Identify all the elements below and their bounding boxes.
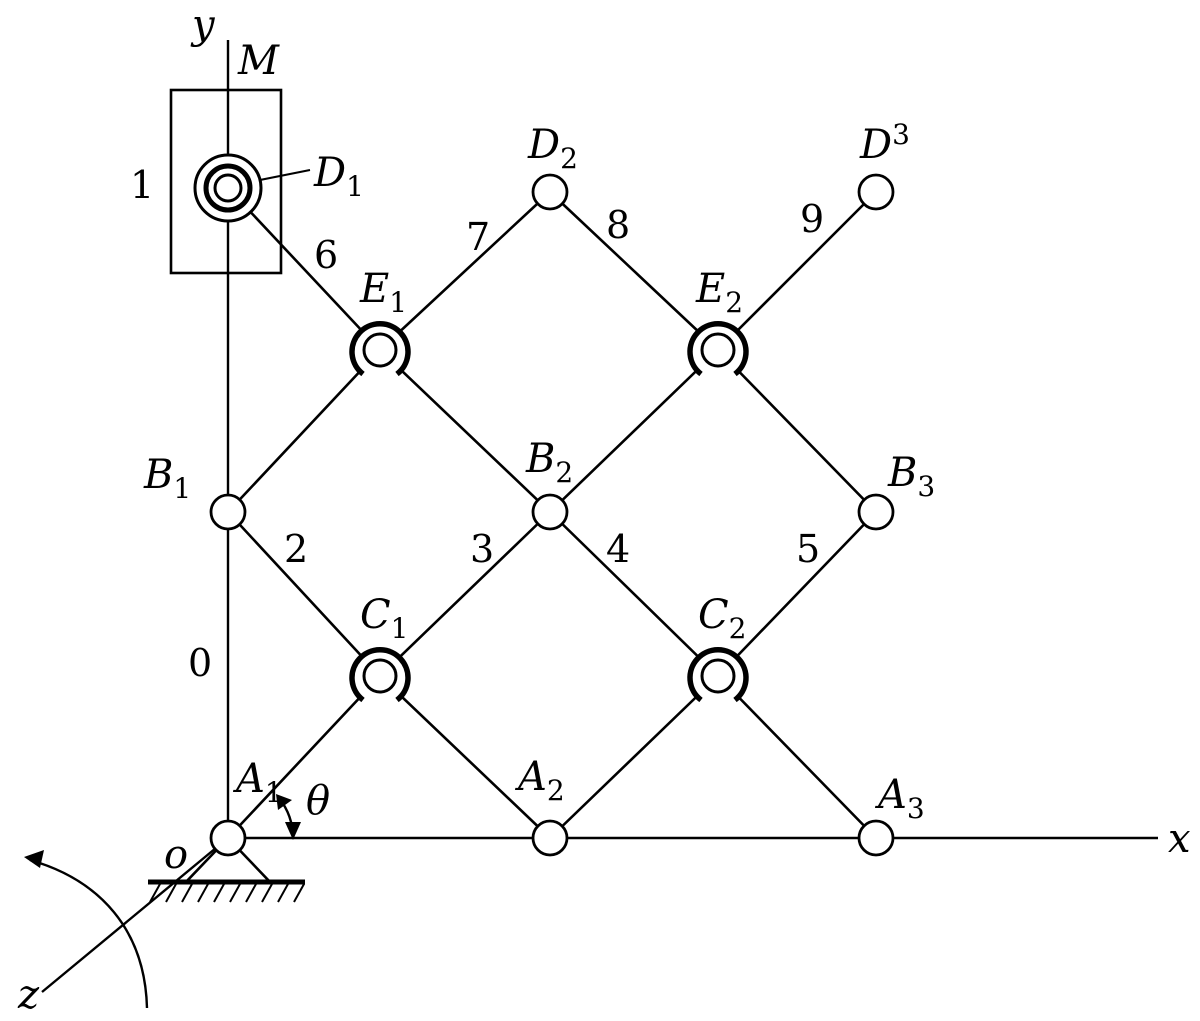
label-d3: D3: [859, 118, 910, 168]
label-c1: C1: [360, 592, 408, 645]
link-label-3: 3: [470, 527, 494, 571]
joint-e2: [687, 321, 749, 378]
joint-a1: [209, 819, 247, 857]
joint-b1: [209, 493, 247, 531]
link-label-0: 0: [188, 641, 212, 685]
theta-arrowhead-upper: [276, 794, 292, 810]
label-e2: E2: [695, 266, 743, 319]
y-axis-label: y: [190, 2, 216, 48]
origin-label: o: [164, 832, 188, 878]
rotation-arrow: [29, 858, 149, 1009]
label-e1: E1: [359, 266, 407, 319]
z-axis-label: z: [17, 972, 40, 1018]
joint-c2: [687, 647, 749, 704]
joint-a2: [531, 819, 569, 857]
links: [226, 186, 878, 840]
label-a3: A3: [874, 772, 925, 825]
joint-d3: [857, 173, 895, 211]
link-label-5: 5: [796, 527, 820, 571]
ground-support: [148, 836, 305, 903]
label-a2: A2: [514, 754, 565, 807]
label-b1: B1: [143, 452, 191, 505]
label-d1: D1: [313, 150, 364, 203]
joint-a3: [857, 819, 895, 857]
link-label-8: 8: [606, 203, 630, 247]
joint-e1: [349, 321, 411, 378]
theta-label: θ: [306, 778, 330, 824]
joint-c1: [349, 647, 411, 704]
label-a1: A1: [232, 756, 283, 809]
theta-arrowhead-lower: [285, 822, 301, 840]
label-b3: B3: [887, 450, 935, 503]
link-label-2: 2: [284, 527, 308, 571]
slider-block: [169, 88, 283, 275]
slider-label-m: M: [237, 38, 280, 84]
joint-b2: [531, 493, 569, 531]
z-axis: [41, 837, 229, 993]
link-label-1: 1: [130, 163, 154, 207]
joint-d2: [531, 173, 569, 211]
joint-d1: [193, 153, 263, 223]
label-b2: B2: [525, 436, 573, 489]
x-axis-label: x: [1168, 816, 1191, 862]
joint-b3: [857, 493, 895, 531]
link-label-4: 4: [606, 527, 630, 571]
rotation-arrowhead: [24, 850, 44, 868]
link-label-6: 6: [314, 233, 338, 277]
label-d2: D2: [527, 122, 578, 175]
label-c2: C2: [698, 592, 746, 645]
link-label-7: 7: [466, 215, 490, 259]
link-label-9: 9: [800, 197, 824, 241]
